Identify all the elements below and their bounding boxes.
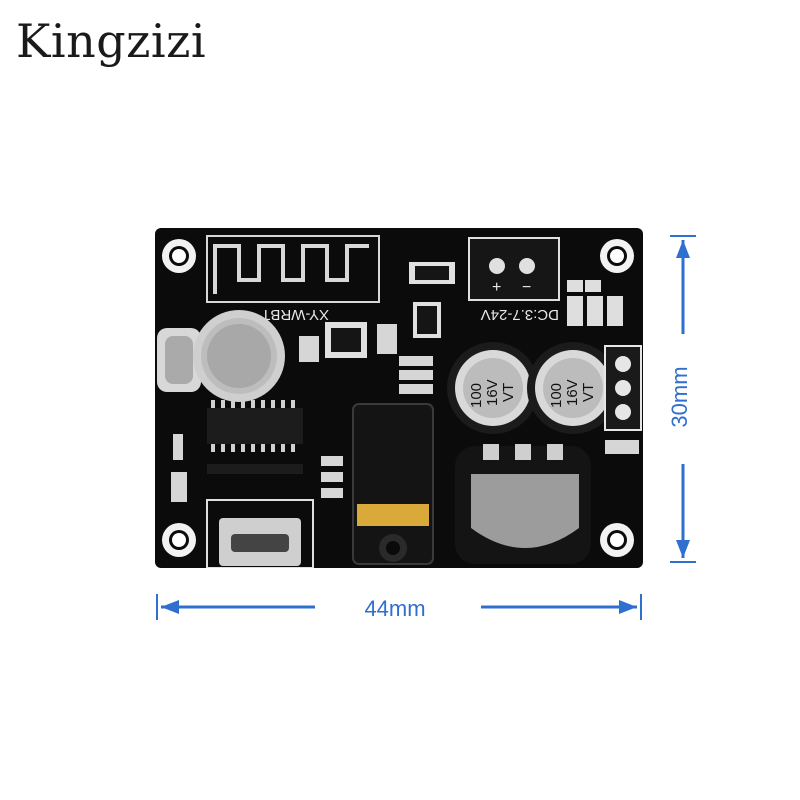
- power-silkscreen: DC:3.7-24V: [481, 306, 559, 323]
- model-silkscreen: XY-WRBT: [261, 306, 329, 323]
- svg-text:−: −: [522, 279, 531, 296]
- microphone-can: [193, 310, 285, 402]
- pcb-antenna: [206, 235, 380, 303]
- mounting-hole-bottom-left: [162, 523, 196, 557]
- svg-text:10016VVT: 10016VVT: [468, 379, 517, 408]
- capacitor-1: 10016VVT: [447, 342, 539, 434]
- mounting-hole-top-right: [600, 239, 634, 273]
- width-dimension: 44mm: [155, 592, 643, 622]
- mounting-hole-bottom-right: [600, 523, 634, 557]
- svg-text:10016VVT: 10016VVT: [548, 379, 597, 408]
- crystal-oscillator: [157, 328, 201, 392]
- smd-components-left: [171, 324, 433, 502]
- bluetooth-ic: [207, 400, 303, 452]
- width-label: 44mm: [364, 596, 426, 621]
- svg-text:+: +: [492, 279, 501, 296]
- amplifier-ic: [207, 464, 303, 474]
- smd-right: [605, 440, 639, 454]
- power-terminal: + −: [468, 237, 560, 301]
- resistor-array: [567, 280, 623, 326]
- speaker-pin-header: [604, 345, 642, 431]
- volume-knob: [455, 444, 591, 564]
- height-dimension: 30mm: [667, 234, 698, 564]
- mounting-hole-top-left: [162, 239, 196, 273]
- pcb-board: XY-WRBT DC:3.7-24V + −: [155, 228, 643, 568]
- brand-watermark: Kingzizi: [16, 14, 207, 68]
- micro-usb-port: [206, 499, 314, 568]
- height-label: 30mm: [667, 366, 692, 428]
- capacitor-2: 10016VVT: [527, 342, 619, 434]
- audio-jack: [352, 403, 434, 565]
